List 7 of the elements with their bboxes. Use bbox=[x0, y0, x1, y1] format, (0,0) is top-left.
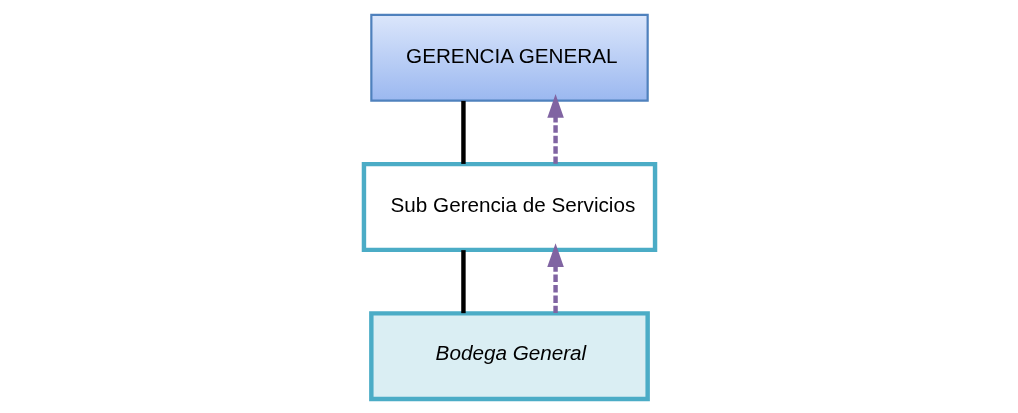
node-box: Sub Gerencia de Servicios bbox=[361, 161, 657, 252]
arrow bbox=[546, 93, 564, 164]
arrow bbox=[546, 242, 564, 313]
node-box: Bodega General bbox=[368, 310, 650, 401]
connector bbox=[460, 249, 466, 313]
node-box: GERENCIA GENERAL bbox=[369, 13, 649, 102]
connector bbox=[460, 100, 466, 164]
